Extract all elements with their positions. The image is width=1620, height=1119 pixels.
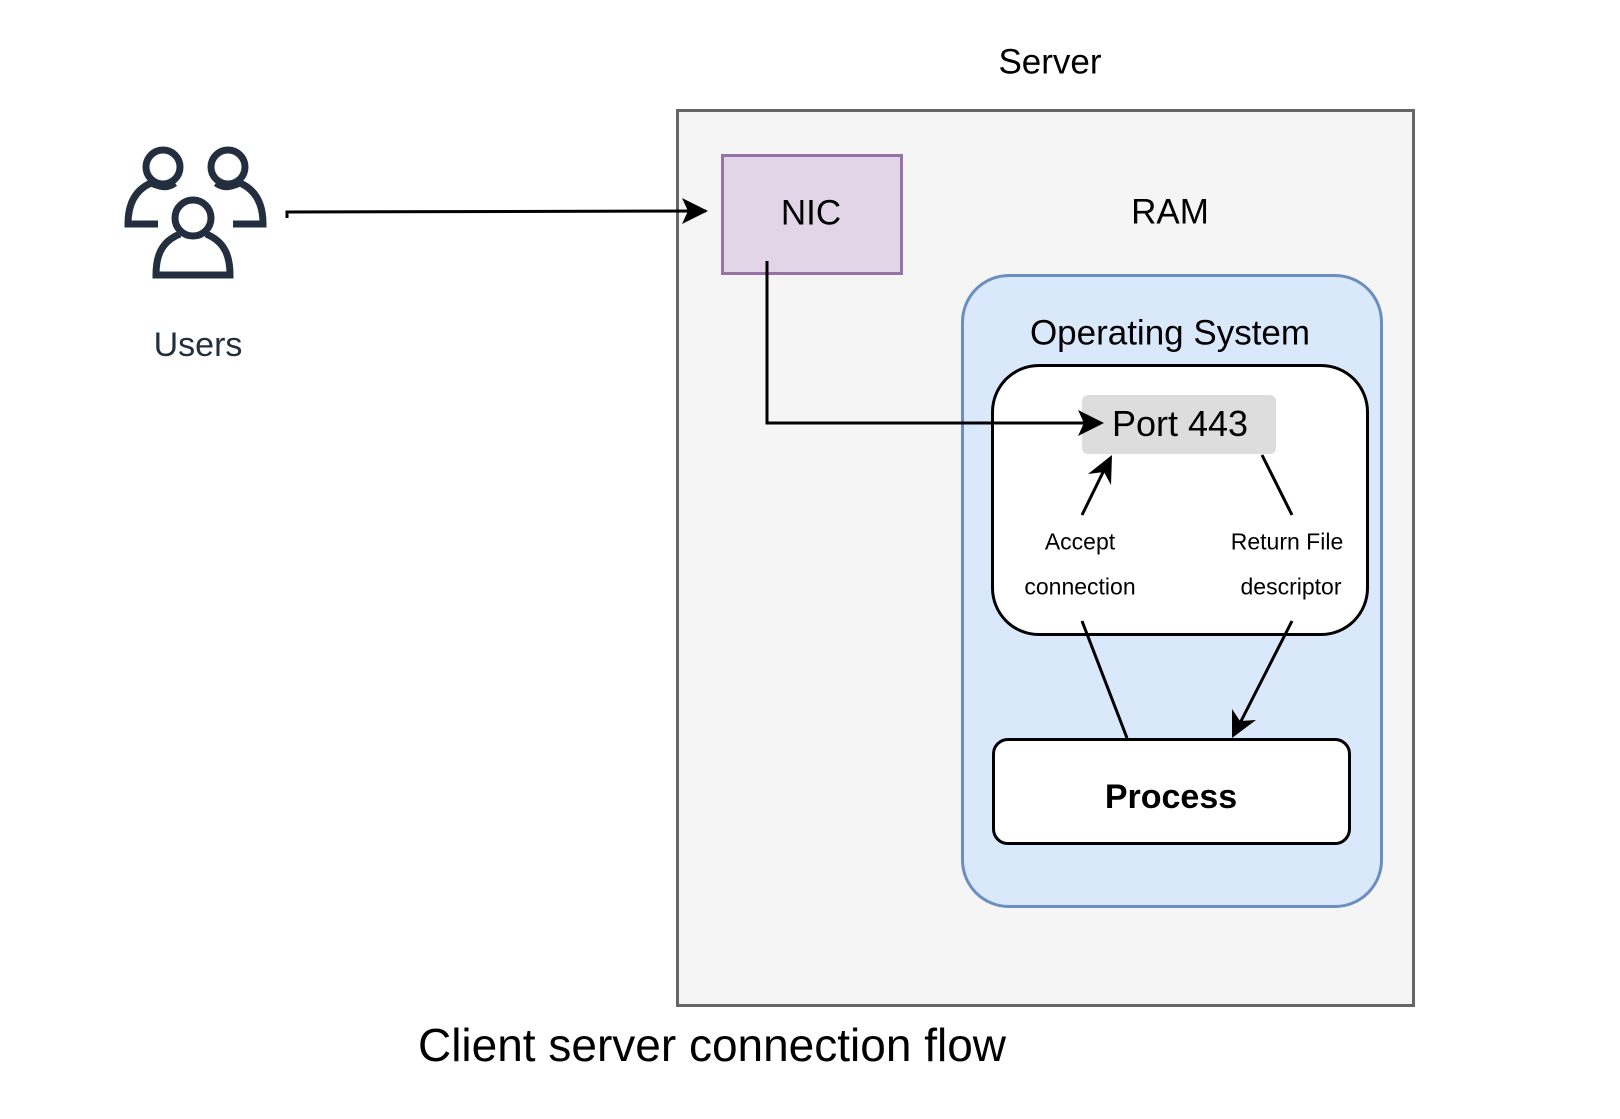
return-fd-label-line1: Return File [1230,528,1344,555]
users-group-icon[interactable] [120,138,272,288]
port-label: Port 443 [1111,403,1249,444]
port-443-node[interactable] [1082,395,1276,454]
process-label: Process [1104,778,1238,816]
return-fd-label-line2: descriptor [1240,573,1342,600]
nic-label: NIC [780,193,842,233]
ram-label: RAM [1131,192,1209,232]
nic-node[interactable] [721,154,903,275]
users-label: Users [153,326,243,364]
operating-system-label: Operating System [1029,313,1311,353]
accept-connection-label-line2: connection [1024,573,1136,600]
process-node[interactable] [992,738,1351,845]
server-label: Server [998,42,1102,82]
accept-connection-label-line1: Accept [1044,528,1116,555]
edge-users-to-nic[interactable] [285,209,707,218]
diagram-title: Client server connection flow [417,1019,1007,1071]
